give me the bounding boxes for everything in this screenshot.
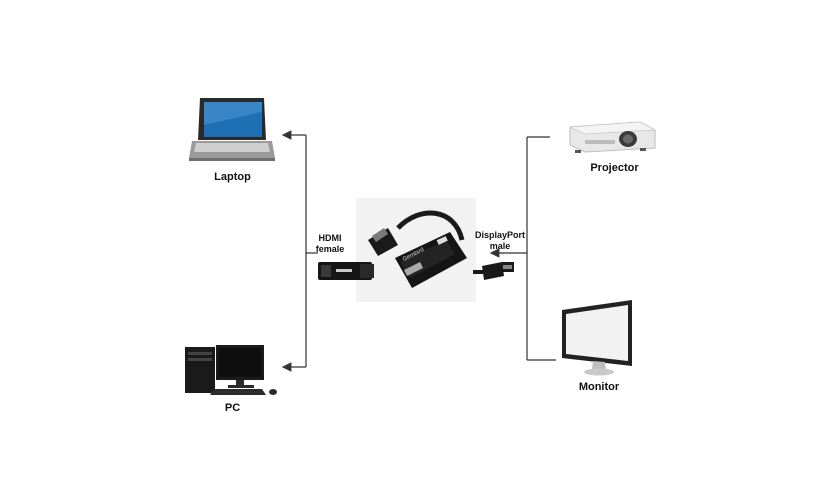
monitor-icon [562,300,632,376]
displayport-connector-icon [473,262,514,280]
hdmi-label-line2: female [315,244,345,254]
displayport-label-line1: DisplayPort [474,230,525,240]
pc-icon [185,345,277,395]
projector-icon [568,121,657,153]
displayport-label-line2: male [489,241,511,251]
projector-label: Projector [590,162,639,174]
laptop-icon [189,98,275,161]
hdmi-connector-icon [318,262,374,280]
monitor-label: Monitor [578,381,620,393]
adapter-photo [356,198,476,302]
pc-label: PC [224,402,241,414]
hdmi-label: HDMI female [310,233,350,255]
hdmi-label-line1: HDMI [318,233,342,243]
displayport-label: DisplayPort male [474,230,526,252]
laptop-label: Laptop [214,171,251,183]
